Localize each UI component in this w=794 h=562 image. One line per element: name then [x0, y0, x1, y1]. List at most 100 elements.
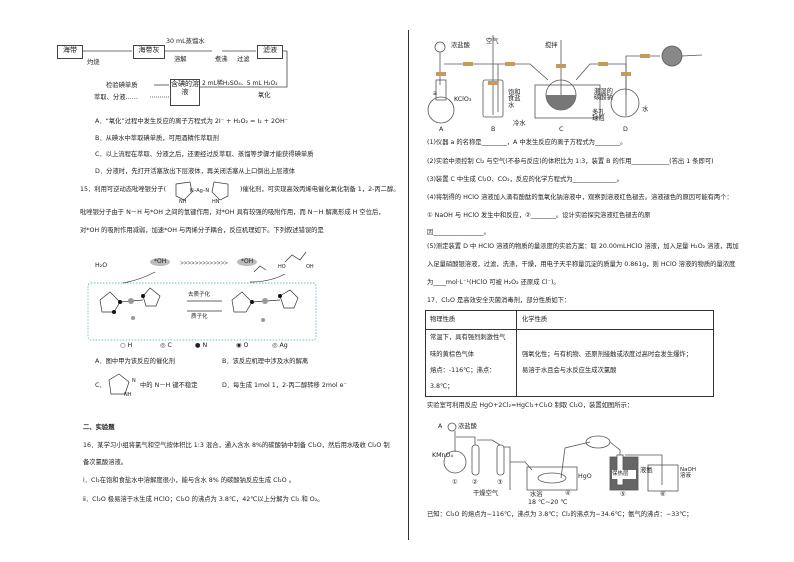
legend-label: C	[167, 342, 172, 349]
q15-line1a: 15．利用可逆动态吡唑银分子(	[80, 186, 167, 193]
q14-option-a: A．“氧化”过程中发生反应的离子方程式为 2I⁻ + H₂O₂ = I₂ + 2…	[95, 118, 289, 125]
protonation-label: 质子化	[191, 314, 208, 320]
legend-label: N	[202, 342, 208, 349]
flow-node: 海带	[57, 45, 83, 59]
legend-ag: ◎ Ag	[272, 342, 288, 349]
q17-known: 已知：Cl₂O 的熔点为−116℃，沸点为 3.8℃；Cl₂的沸点为−34.6℃…	[427, 511, 693, 518]
q16-q5b: 入足量硝酸银溶液，过滤，洗涤，干燥，用电子天平称量沉淀的质量为 0.861g，则…	[427, 261, 736, 268]
transfer-chevrons: >>>>>>>>>>>>>	[180, 260, 228, 267]
label-insulation: 保热层	[612, 471, 629, 477]
flow-output: 检验碘单质	[106, 82, 138, 89]
q14-option-c: C．以上流程在萃取、分液之后，还要经过反萃取、蒸馏等步骤才能获得碘单质	[95, 151, 314, 158]
q15-line3: 对*OH 的吸附作用减弱，加速*OH 与丙烯分子耦合，反应机理如下。下列叙述错误…	[80, 227, 324, 234]
pyrazole-silver-molecule	[175, 181, 229, 201]
q15-option-c-prefix: C．	[95, 382, 106, 389]
q16-q4b: ① NaOH 与 HClO 发生中和反应，②________。设计实验探究溶液红…	[427, 212, 651, 219]
table-cell: 常温下，具有强烈刺激性气	[430, 334, 506, 341]
label-water-bath: 水浴	[530, 491, 543, 498]
label-C: C	[559, 126, 564, 133]
diol-oh: OH	[306, 264, 314, 270]
flow-node: 滤液	[257, 45, 283, 59]
q15-option-d: D．每生成 1mol 1，2-丙二醇转移 2mol e⁻	[222, 382, 347, 389]
label-conc-hcl: 浓盐酸	[451, 42, 470, 49]
q14-option-d: D．分液时，先打开活塞放出下层液体，再关闭活塞从上口倒出上层液体	[95, 168, 296, 175]
table-header-physical: 物理性质	[430, 316, 456, 323]
label-cold-water: 冷水	[513, 120, 526, 127]
table-cell: 味的黄棕色气体	[430, 351, 475, 358]
label-a: a	[433, 90, 437, 97]
q16-q2: (2)实验中须控制 Cl₂ 与空气(不参与反应)的体积比为 1:3，装置 B 的…	[427, 158, 714, 165]
label-A: A	[438, 423, 443, 430]
deprotonation-label: 去质子化	[188, 292, 211, 298]
flow-label: 煮沸	[215, 56, 228, 63]
label-A: A	[439, 126, 444, 133]
ring-n: N	[132, 378, 136, 384]
q16-q1: (1)仪器 a 的名称是________，A 中发生反应的离子方程式为_____…	[427, 139, 627, 146]
table-cell: 强氧化性；与有机物、还原剂接触或浓度过高时会发生爆炸；	[522, 351, 693, 358]
q17-lab-text: 实验室可利用反应 HgO+2Cl₂=HgCl₂+Cl₂O 制取 Cl₂O，装置如…	[427, 402, 634, 409]
pyrazole-ring	[108, 373, 130, 395]
label-naoh: NaOH溶液	[680, 467, 696, 479]
molecule-hn: HN	[212, 199, 220, 205]
table-cell: 熔点：-116℃；沸点：	[430, 367, 496, 374]
label-hgo: HgO	[578, 473, 592, 480]
label-na2co3: 潮湿的碳酸钠	[594, 88, 613, 102]
q17-intro: 17．Cl₂O 是高效安全灭菌消毒剂，部分性质如下：	[427, 297, 571, 304]
legend-label: O	[243, 342, 249, 349]
flow-output: 萃取、分液……	[94, 94, 139, 101]
q15-line1b: )催化剂，可实现高效丙烯电催化氧化制备 1，2-丙二醇。	[240, 186, 400, 193]
q16-info-ii: ⅱ．Cl₂O 极易溶于水生成 HClO；Cl₂O 的沸点为 3.8℃，42℃以上…	[83, 496, 324, 503]
label-3: ③	[497, 479, 503, 486]
flow-label: 过滤	[237, 56, 250, 63]
label-dry-air: 干燥空气	[473, 490, 499, 497]
flow-node: 海带灰	[133, 45, 165, 59]
label-air: 空气	[486, 38, 499, 45]
legend-o: ◉ O	[236, 342, 249, 349]
table-rule	[516, 311, 517, 396]
label-2: ②	[472, 479, 478, 486]
flow-node: 含碘的溶液	[170, 79, 200, 106]
table-cell: 易溶于水且会与水反应生成次氯酸	[522, 367, 617, 374]
label-ball: 多孔球泡	[592, 109, 605, 123]
flow-label: 30 mL蒸馏水	[166, 38, 205, 45]
label-D: D	[623, 126, 628, 133]
legend-n: ● N	[195, 342, 208, 349]
properties-table: 物理性质 化学性质 常温下，具有强烈刺激性气 味的黄棕色气体 熔点：-116℃；…	[425, 310, 714, 397]
q16-q4c: 因________________。	[427, 229, 490, 236]
label-B: B	[491, 126, 496, 133]
section-heading: 二、实验题	[83, 424, 115, 431]
q16-q4: (4)将制得的 HClO 溶液加入滴有酚酞的氢氧化钠溶液中，观察到溶液红色褪去。…	[427, 194, 733, 201]
flow-label: 溶解	[174, 56, 187, 63]
molecule-label: N–Ag–N	[190, 188, 210, 194]
ring-nh: NH	[124, 392, 132, 398]
label-temperature: 18 ℃~20 ℃	[528, 499, 568, 506]
label-kmno4: KMnO₄	[432, 452, 454, 459]
legend-label: Ag	[279, 342, 288, 349]
label-4: ④	[565, 490, 571, 497]
flow-label: 氧化	[258, 92, 271, 99]
q16-q3: (3)装置 C 中生成 Cl₂O、CO₂，反应的化学方程式为__________…	[427, 176, 623, 183]
table-header-chemical: 化学性质	[522, 316, 548, 323]
label-1: ①	[452, 479, 458, 486]
flow-label: 灼烧	[87, 59, 100, 66]
molecule-nh: NH	[179, 199, 187, 205]
q16-q5c: 为____mol·L⁻¹(HClO 可被 H₂O₂ 还原成 Cl⁻)。	[427, 279, 560, 286]
q16-line2: 备次氯酸溶液。	[83, 459, 128, 466]
oh-species: *OH	[237, 258, 258, 266]
diol-ho: HO	[278, 264, 286, 270]
label-stir: 搅拌	[545, 42, 558, 49]
legend-label: H	[127, 342, 133, 349]
label-6: ⑥	[660, 491, 666, 498]
label-water: 水	[642, 106, 649, 113]
q15-option-b: B．该反应机理中涉及水的解离	[222, 358, 309, 365]
label-kclo3: KClO₃	[454, 96, 472, 103]
h2o-label: H₂O	[95, 262, 108, 269]
legend-h: ○ H	[120, 342, 133, 349]
q15-option-c: 中的 N－H 键不稳定	[140, 382, 198, 389]
table-rule	[426, 329, 713, 330]
q15-line2: 吡唑银分子由于 N－H 与*OH 之间的氢键作用，对*OH 具有较强的吸附作用，…	[80, 209, 385, 216]
